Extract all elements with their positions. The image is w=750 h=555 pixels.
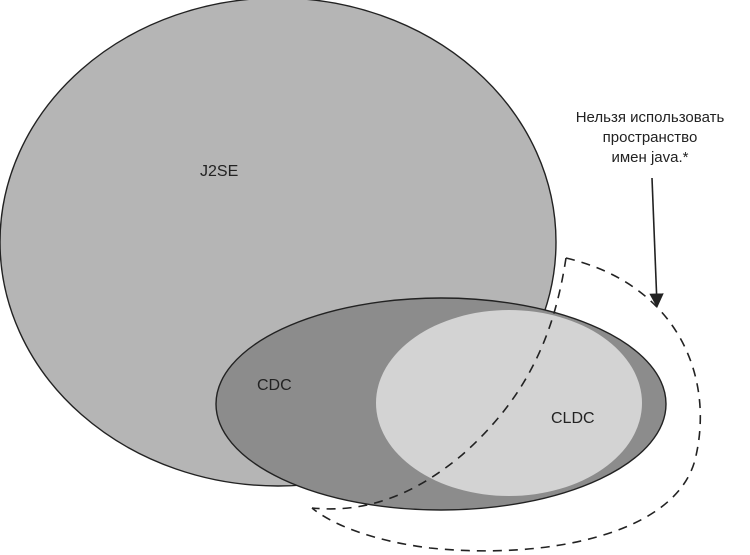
j2se-label: J2SE [200,163,239,180]
annotation-line: Нельзя использовать [575,109,725,126]
cldc-ellipse [376,310,642,496]
annotation-line: имен java.* [611,149,689,166]
annotation-arrow [649,177,664,308]
cdc-label: CDC [257,377,292,394]
annotation-line: пространство [602,129,698,146]
cldc-label: CLDC [551,410,595,427]
restricted-namespace-dashed-boundary [311,257,702,552]
restriction-annotation: Нельзя использовать пространство имен ja… [550,108,750,168]
